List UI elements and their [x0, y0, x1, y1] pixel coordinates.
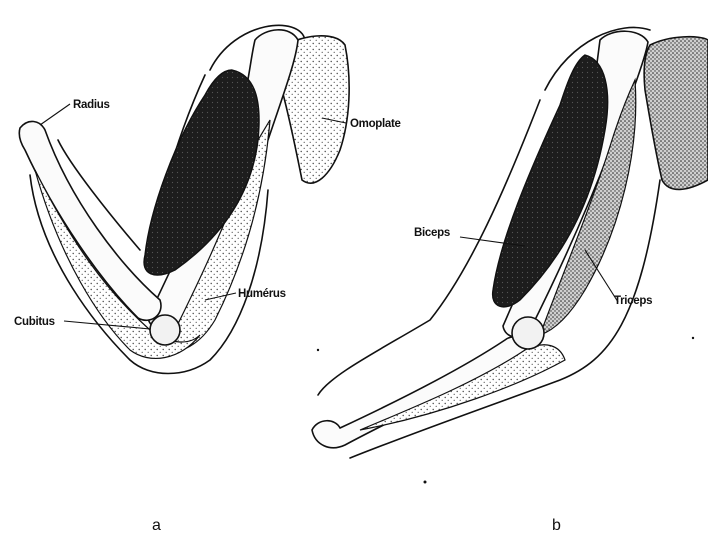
elbow-joint-b — [512, 317, 544, 349]
figure-b: Biceps Triceps b — [312, 28, 708, 535]
caption-a: a — [152, 517, 161, 534]
speck — [317, 349, 319, 351]
label-biceps: Biceps — [414, 227, 450, 239]
speck — [692, 337, 694, 339]
label-radius: Radius — [73, 99, 110, 111]
label-triceps: Triceps — [614, 295, 652, 307]
caption-b: b — [552, 517, 561, 534]
omoplate-b — [644, 37, 708, 190]
radius-leader-a — [40, 104, 70, 125]
label-omoplate: Omoplate — [350, 118, 401, 130]
figure-a: Radius Omoplate Humérus Cubitus a — [14, 25, 401, 534]
speck — [424, 481, 427, 484]
elbow-joint-a — [150, 315, 180, 345]
label-humerus: Humérus — [238, 288, 286, 300]
forearm-stipple-b — [360, 345, 565, 430]
label-cubitus: Cubitus — [14, 316, 55, 328]
